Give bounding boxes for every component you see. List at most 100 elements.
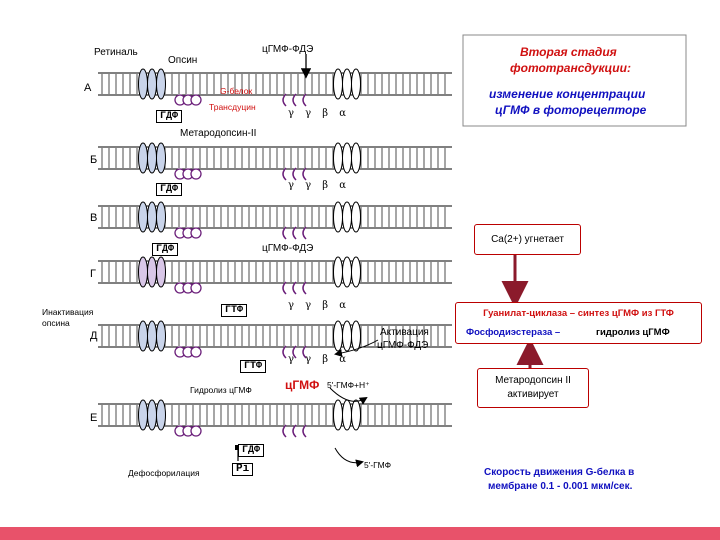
- row-letter-a: А: [84, 82, 92, 94]
- subunit-arc: [292, 167, 297, 181]
- tag-pi: Pi: [232, 463, 254, 476]
- tag-gdf-b: ГДФ: [156, 183, 183, 196]
- label-transducin: Трансдуцин: [209, 102, 256, 112]
- meta-box: Метародопсин II активирует: [477, 368, 589, 408]
- subunit-arc: [282, 345, 287, 359]
- subunits-g: γ γ β α: [288, 300, 351, 311]
- subunit-arc: [292, 226, 297, 240]
- row-letter-g: Г: [90, 268, 96, 280]
- pde-helix: [351, 68, 361, 100]
- subunit-arc: [282, 424, 287, 438]
- label-activation-pde: цГМФ-ФДЭ: [377, 340, 429, 351]
- arrow-activation: [334, 339, 379, 357]
- speed-line2: мембране 0.1 - 0.001 мкм/сек.: [488, 481, 633, 492]
- pde-helix: [351, 256, 361, 288]
- receptor-helix: [156, 201, 166, 233]
- subunit-arc: [292, 424, 297, 438]
- pde-desc: гидролиз цГМФ: [596, 327, 670, 338]
- subunits-b: γ γ β α: [288, 180, 351, 191]
- tag-gdf-a: ГДФ: [156, 110, 183, 123]
- pde-helix: [342, 399, 352, 431]
- label-dephosphorylation: Дефосфорилация: [128, 468, 200, 478]
- pde-helix: [351, 142, 361, 174]
- tag-gdf-v: ГДФ: [152, 243, 179, 256]
- row-letter-v: В: [90, 212, 98, 224]
- subunit-arc: [302, 226, 307, 240]
- pde-helix: [342, 201, 352, 233]
- subunit-arc: [282, 226, 287, 240]
- subunit-arc: [292, 281, 297, 295]
- receptor-helix: [156, 320, 166, 352]
- receptor-helix: [156, 256, 166, 288]
- label-product2: 5'-ГМФ: [364, 460, 392, 470]
- label-retinal: Ретиналь: [94, 47, 138, 58]
- receptor-helix: [156, 399, 166, 431]
- receptor-helix: [156, 142, 166, 174]
- pde-helix: [333, 201, 343, 233]
- subunit-arc: [302, 93, 307, 107]
- transducin-blob: [190, 346, 202, 358]
- row-letter-b: Б: [90, 154, 98, 166]
- receptor-helix: [138, 68, 148, 100]
- tag-gtf-d: ГТФ: [240, 360, 267, 373]
- cyclase-text: Гуанилат-циклаза – синтез цГМФ из ГТФ: [483, 308, 674, 319]
- subunit-arc: [302, 345, 307, 359]
- pde-helix: [342, 320, 352, 352]
- pde-helix: [333, 142, 343, 174]
- pde-helix: [351, 320, 361, 352]
- subunit-arc: [302, 424, 307, 438]
- receptor-helix: [156, 68, 166, 100]
- row-letter-e: Е: [90, 412, 98, 424]
- label-metarhodopsin: Метародопсин-II: [180, 128, 257, 139]
- meta-line1: Метародопсин II: [495, 375, 571, 386]
- pde-helix: [342, 68, 352, 100]
- transducin-blob: [190, 227, 202, 239]
- pde-helix: [333, 320, 343, 352]
- pde-helix: [333, 399, 343, 431]
- calcium-text: Ca(2+) угнетает: [491, 234, 564, 245]
- subunits-d: γ γ β α: [288, 354, 351, 365]
- subunit-arc: [282, 167, 287, 181]
- label-cgmp: цГМФ: [285, 378, 320, 392]
- subunit-arc: [292, 345, 297, 359]
- receptor-helix: [147, 201, 157, 233]
- receptor-helix: [147, 399, 157, 431]
- label-product1: 5'-ГМФ+Н⁺: [327, 380, 370, 390]
- label-activation: Активация: [380, 327, 429, 338]
- tag-gtf-g: ГТФ: [221, 304, 248, 317]
- pde-label: Фосфодиэстераза –: [466, 327, 561, 338]
- calcium-box: Ca(2+) угнетает: [474, 224, 581, 255]
- label-opsin-low: опсина: [42, 318, 70, 328]
- label-hydrolysis: Гидролиз цГМФ: [190, 385, 252, 395]
- title-frame: [462, 34, 687, 127]
- arrow-product2: [334, 447, 364, 468]
- subunit-arc: [282, 281, 287, 295]
- subunit-arc: [302, 281, 307, 295]
- pde-helix: [351, 201, 361, 233]
- label-pde-mid: цГМФ-ФДЭ: [262, 243, 314, 254]
- receptor-helix: [147, 142, 157, 174]
- enzymes-box: Гуанилат-циклаза – синтез цГМФ из ГТФ Фо…: [455, 302, 702, 344]
- arrow-hydrolysis: [329, 387, 368, 405]
- title-line2: фототрансдукции:: [510, 61, 631, 75]
- label-inactivation: Инактивация: [42, 307, 94, 317]
- title-line3: изменение концентрации: [489, 87, 646, 101]
- subunit-arc: [302, 167, 307, 181]
- label-pde-top: цГМФ-ФДЭ: [262, 44, 314, 55]
- row-letter-d: Д: [90, 330, 98, 342]
- membranes: [98, 68, 452, 438]
- title-line4: цГМФ в фоторецепторе: [495, 103, 647, 117]
- pde-helix: [351, 399, 361, 431]
- label-opsin: Опсин: [168, 55, 198, 66]
- receptor-helix: [147, 256, 157, 288]
- speed-line1: Скорость движения G-белка в: [484, 467, 635, 478]
- subunits-a: γ γ β α: [288, 108, 351, 119]
- footer-bar: [0, 527, 720, 540]
- subunit-arc: [292, 93, 297, 107]
- pde-helix: [342, 256, 352, 288]
- receptor-helix: [147, 68, 157, 100]
- meta-line2: активирует: [507, 389, 559, 400]
- transducin-blob: [190, 168, 202, 180]
- transducin-blob: [190, 282, 202, 294]
